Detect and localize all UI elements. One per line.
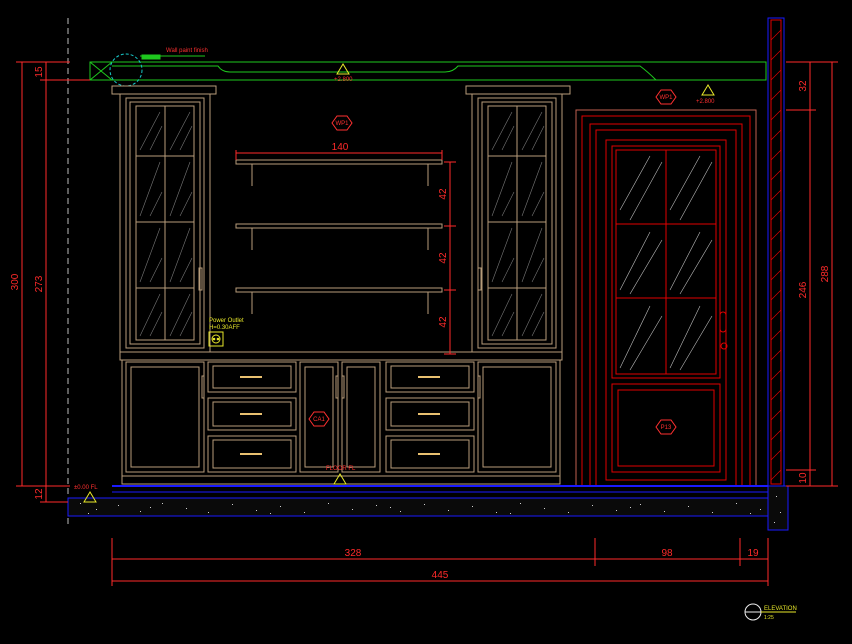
wall-paint-note: Wall paint finish [166, 48, 208, 54]
floor-label-note: FLOOR FL [326, 466, 356, 472]
tag-cabinet: CA1 [308, 411, 330, 427]
right-cabinet-glass-hatch [491, 111, 545, 337]
right-dimension-lines [786, 61, 838, 487]
left-dimension-lines [16, 61, 90, 503]
ceiling-level-marker [336, 63, 350, 75]
power-outlet-icon [208, 331, 224, 347]
door-glass-hatch [619, 155, 713, 371]
tag-door: P13 [655, 419, 677, 435]
svg-text:WP1: WP1 [335, 121, 349, 127]
lower-cabinet [119, 351, 563, 485]
svg-text:P13: P13 [661, 425, 672, 431]
dim-shelf-gap-1: 42 [438, 188, 449, 200]
dim-right-total: 288 [820, 265, 831, 282]
svg-text:WP1: WP1 [659, 95, 673, 101]
svg-text:CA1: CA1 [313, 417, 325, 423]
dim-shelf-gap-2: 42 [438, 252, 449, 264]
shelf-dimension-lines [235, 150, 456, 355]
tag-wp-center: WP1 [331, 115, 353, 131]
floor-level-marker [83, 491, 97, 503]
cornice [89, 54, 767, 81]
bottom-dimension-lines [111, 538, 769, 586]
dim-bottom-door: 98 [661, 548, 673, 559]
dim-bottom-wall: 19 [747, 548, 759, 559]
door-leaf [605, 139, 728, 481]
right-wall-section [767, 17, 785, 487]
mid-level-marker [701, 84, 715, 96]
dim-right-bottom: 10 [798, 472, 809, 484]
title-label: ELEVATION [764, 606, 797, 612]
tag-wp-right: WP1 [655, 89, 677, 105]
dim-left-mid: 273 [34, 275, 45, 292]
power-outlet-note-1: Power Outlet [209, 318, 244, 324]
dim-shelf-gap-3: 42 [438, 316, 449, 328]
dim-left-total: 300 [10, 273, 21, 290]
dim-right-top: 32 [798, 80, 809, 92]
mid-level-note: +2.800 [696, 99, 715, 105]
floor-level-note: ±0.00 FL [74, 485, 98, 491]
floor-speckle [80, 496, 781, 523]
dim-left-lower: 12 [34, 488, 45, 500]
floor-slab [67, 485, 789, 531]
left-glass-cabinet [111, 85, 217, 353]
open-shelves [235, 159, 443, 314]
detail-callout-circle [109, 53, 143, 87]
ceiling-level-note: +2.800 [334, 77, 353, 83]
right-glass-cabinet [465, 85, 571, 353]
dim-right-mid: 246 [798, 281, 809, 298]
dim-bottom-total: 445 [432, 570, 449, 581]
dim-shelf-width: 140 [332, 142, 349, 153]
floor-label-marker [333, 473, 347, 485]
title-marker-icon [744, 603, 796, 621]
power-outlet-note-2: H=0.30AFF [209, 325, 240, 331]
left-cabinet-glass-hatch [139, 111, 193, 337]
title-scale: 1:25 [764, 615, 774, 621]
dim-left-upper: 15 [34, 66, 45, 78]
dim-bottom-cabinet: 328 [345, 548, 362, 559]
